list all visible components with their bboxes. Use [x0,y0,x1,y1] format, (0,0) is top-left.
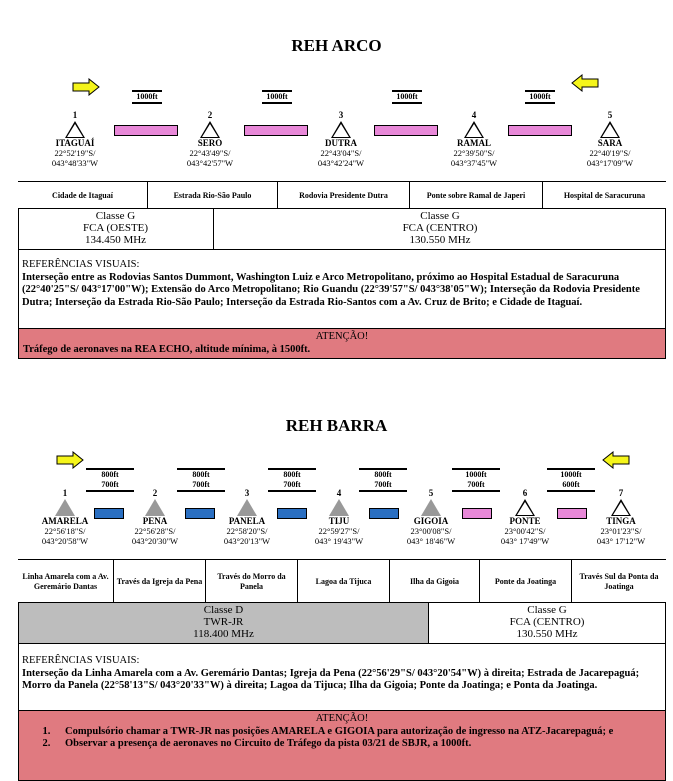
barra-reference: Ponte da Joatinga [480,560,572,603]
barra-waypoint-6: 6 PONTE 23°00'42"S/ 043° 17'49"W [500,488,550,546]
barra-waypoint-2: 2 PENA 22°56'28"S/ 043°20'30"W [131,488,179,546]
barra-waypoint-3: 3 PANELA 22°58'20"S/ 043°20'13"W [223,488,271,546]
arco-waypoint-1: 1 ITAGUAÍ 22°52'19"S/ 043°48'33"W [51,110,99,168]
arco-reference: Hospital de Saracuruna [563,190,646,200]
barra-waypoint-5: 5 GIGOIA 23°00'08"S/ 043° 18'46"W [406,488,456,546]
arco-alt-2: 1000ft [262,90,292,104]
waypoint-triangle-icon [65,121,85,138]
barra-title: REH BARRA [285,416,388,435]
waypoint-triangle-icon [331,121,351,138]
arrow-right-icon [72,78,100,96]
arco-alt-1: 1000ft [132,90,162,104]
waypoint-triangle-icon [145,499,165,516]
arco-attention: ATENÇÃO! Tráfego de aeronaves na REA ECH… [18,328,666,359]
arco-route-segment [508,125,572,136]
arco-reference: Cidade de Itaguaí [18,182,148,209]
arco-reference: Estrada Rio-São Paulo [148,182,278,209]
arco-waypoint-5: 5 SARA 22°40'19"S/ 043°17'09"W [586,110,634,168]
arco-route-segment [374,125,438,136]
barra-reference: Ilha da Gigoia [390,560,480,603]
barra-route-segment [94,508,124,519]
arco-title: REH ARCO [291,36,382,55]
waypoint-triangle-icon [611,499,631,516]
arco-references-row: Cidade de Itaguaí Estrada Rio-São Paulo … [18,181,666,209]
arrow-left-icon [602,451,630,469]
divider [18,249,666,250]
barra-route-segment [462,508,492,519]
arco-visual-references: REFERÊNCIAS VISUAIS: Interseção entre as… [22,259,640,308]
barra-class-left: Classe D TWR-JR 118.400 MHz [19,603,429,643]
barra-waypoint-4: 4 TIJU 22°59'27"S/ 043° 19'43"W [314,488,364,546]
waypoint-triangle-icon [600,121,620,138]
barra-reference: Linha Amarela com a Av. Geremário Dantas [18,560,114,603]
barra-reference: Través Sul da Ponta da Joatinga [579,571,659,591]
attention-item: Compulsório chamar a TWR-JR nas posições… [53,726,661,739]
barra-reference: Lagoa da Tijuca [298,560,390,603]
arco-waypoint-2: 2 SERO 22°43'49"S/ 043°42'57"W [186,110,234,168]
barra-waypoint-7: 7 TINGA 23°01'23"S/ 043° 17'12"W [596,488,646,546]
arco-route-segment [244,125,308,136]
barra-attention: ATENÇÃO! Compulsório chamar a TWR-JR nas… [18,710,666,781]
waypoint-triangle-icon [237,499,257,516]
arco-class-right: Classe G FCA (CENTRO) 130.550 MHz [402,210,478,246]
barra-route-segment [369,508,399,519]
waypoint-triangle-icon [421,499,441,516]
arrow-right-icon [56,451,84,469]
barra-visual-references: REFERÊNCIAS VISUAIS: Interseção da Linha… [22,655,640,691]
arco-waypoint-4: 4 RAMAL 22°39'50"S/ 043°37'45"W [450,110,498,168]
waypoint-triangle-icon [200,121,220,138]
arrow-left-icon [571,74,599,92]
barra-reference: Través do Morro da Panela [206,560,298,603]
barra-route-segment [557,508,587,519]
barra-waypoint-1: 1 AMARELA 22°56'18"S/ 043°20'58"W [41,488,89,546]
divider [18,643,666,644]
arco-alt-4: 1000ft [525,90,555,104]
barra-references-row: Linha Amarela com a Av. Geremário Dantas… [18,559,666,603]
arco-reference: Ponte sobre Ramal de Japeri [410,182,543,209]
waypoint-triangle-icon [515,499,535,516]
arco-alt-3: 1000ft [392,90,422,104]
arco-waypoint-3: 3 DUTRA 22°43'04"S/ 043°42'24"W [317,110,365,168]
arco-route-segment [114,125,178,136]
attention-item: Observar a presença de aeronaves no Circ… [53,738,661,751]
waypoint-triangle-icon [329,499,349,516]
barra-route-segment [185,508,215,519]
arco-class-left: Classe G FCA (OESTE) 134.450 MHz [18,209,214,249]
barra-route-segment [277,508,307,519]
arco-reference: Rodovia Presidente Dutra [278,182,410,209]
barra-class-right: Classe G FCA (CENTRO) 130.550 MHz [509,604,585,640]
waypoint-triangle-icon [464,121,484,138]
barra-reference: Través da Igreja da Pena [114,560,206,603]
waypoint-triangle-icon [55,499,75,516]
